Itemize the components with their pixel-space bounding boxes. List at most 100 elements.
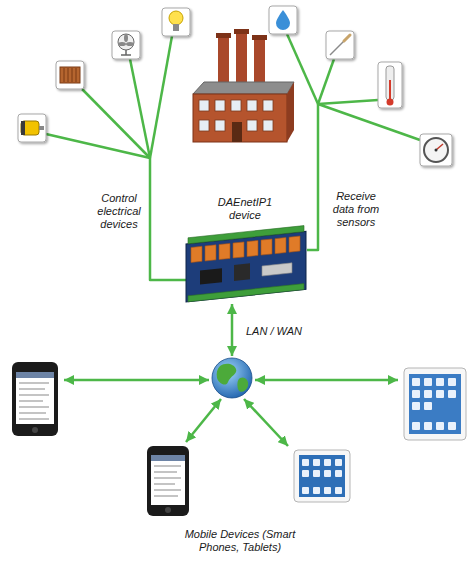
double-arrow: [186, 399, 221, 442]
probe-cable: [330, 41, 344, 55]
tablet-apps: [302, 459, 342, 494]
icon-frame: [420, 134, 452, 166]
tablet-body: [404, 368, 466, 440]
globe-sea: [212, 358, 252, 398]
network-link: [231, 304, 234, 356]
water-drop: [276, 10, 290, 30]
factory-roof: [193, 82, 294, 94]
chip: [200, 268, 222, 284]
sensor-wires: [287, 34, 420, 250]
phone-body: [12, 362, 58, 436]
bulb-glass: [169, 11, 183, 25]
motor-end: [21, 121, 25, 135]
tablet-body: [294, 450, 350, 502]
fan-guard: [118, 34, 134, 50]
fan-blade: [118, 42, 126, 46]
phone-body: [147, 446, 189, 516]
tablet-icon: [294, 450, 350, 502]
globe-icon: [212, 358, 252, 398]
factory-side: [287, 82, 294, 142]
controller-device: DAEnetIP1 device: [175, 192, 315, 304]
factory-illustration: [193, 29, 294, 142]
factory-wall: [193, 94, 287, 142]
network-arrows: [64, 380, 398, 446]
icon-frame: [56, 61, 84, 89]
tablet-screen: [409, 374, 461, 434]
motor-body: [21, 121, 39, 135]
wire: [150, 158, 186, 280]
double-arrow: [64, 379, 209, 382]
fan-stand: [121, 54, 131, 56]
fan-blade: [124, 34, 128, 42]
fan-blade: [126, 42, 134, 46]
annotation-label: Control electrical devices: [90, 192, 148, 231]
tablet-screen: [299, 455, 345, 497]
mobile-device-group: Mobile Devices (Smart Phones, Tablets): [5, 356, 469, 558]
group-caption: Mobile Devices (Smart Phones, Tablets): [175, 528, 305, 554]
phone-bar: [16, 372, 54, 378]
icon-frame: [112, 31, 140, 59]
thermometer-icon: [378, 62, 402, 108]
phone-bar: [151, 455, 185, 461]
terminal-block: [188, 226, 304, 244]
icon-frame: [378, 62, 402, 108]
gauge-dial: [424, 138, 448, 162]
factory-door: [232, 122, 242, 142]
control-wires: [46, 36, 186, 280]
icon-frame: [326, 31, 354, 59]
double-arrow: [244, 399, 288, 446]
probe-tip: [344, 35, 350, 41]
controller-board: [186, 225, 306, 302]
icon-frame: [18, 114, 46, 142]
smart-phone-icon: [147, 446, 189, 516]
probe-sensor-icon: [326, 31, 354, 59]
motor-icon: [18, 114, 46, 142]
terminal-block: [188, 284, 304, 302]
motor-shaft: [39, 126, 44, 130]
heater-body: [60, 67, 80, 83]
wire: [150, 36, 172, 158]
relays: [191, 236, 300, 262]
tablet-apps: [412, 378, 456, 430]
double-arrow: [255, 379, 398, 382]
device-label: DAEnetIP1 device: [209, 196, 281, 222]
heater-fins: [64, 68, 76, 82]
phone-button: [32, 427, 38, 433]
wire: [318, 104, 420, 140]
wire: [318, 100, 378, 104]
ethernet-port: [262, 263, 292, 276]
tablet-icon: [404, 368, 466, 440]
chimney-cap: [216, 33, 231, 38]
water-sensor-icon: [269, 6, 297, 34]
annotation-label: Receive data from sensors: [324, 190, 388, 229]
globe-land: [217, 364, 237, 385]
phone-list: [19, 382, 49, 420]
wire: [82, 89, 150, 158]
chimney-cap: [234, 29, 249, 34]
thermometer-bulb: [387, 99, 394, 106]
gauge-hub: [435, 149, 438, 152]
pressure-gauge-icon: [420, 134, 452, 166]
phone-button: [165, 507, 171, 513]
phone-screen: [16, 372, 54, 424]
wire: [46, 134, 150, 158]
phone-list: [154, 465, 181, 497]
icon-frame: [162, 8, 190, 36]
globe-land: [237, 377, 248, 391]
chimney-cap: [252, 35, 267, 40]
icon-frame: [269, 6, 297, 34]
wire: [130, 59, 150, 158]
thermometer-tube: [386, 66, 394, 100]
smart-phone-icon: [12, 362, 58, 436]
wire: [318, 59, 334, 104]
heater-icon: [56, 61, 84, 89]
thermometer-mercury: [389, 80, 391, 100]
chip: [234, 263, 250, 281]
phone-screen: [151, 455, 185, 505]
light-bulb-icon: [162, 8, 190, 36]
edge-label: LAN / WAN: [244, 325, 304, 338]
bulb-base: [173, 24, 179, 31]
